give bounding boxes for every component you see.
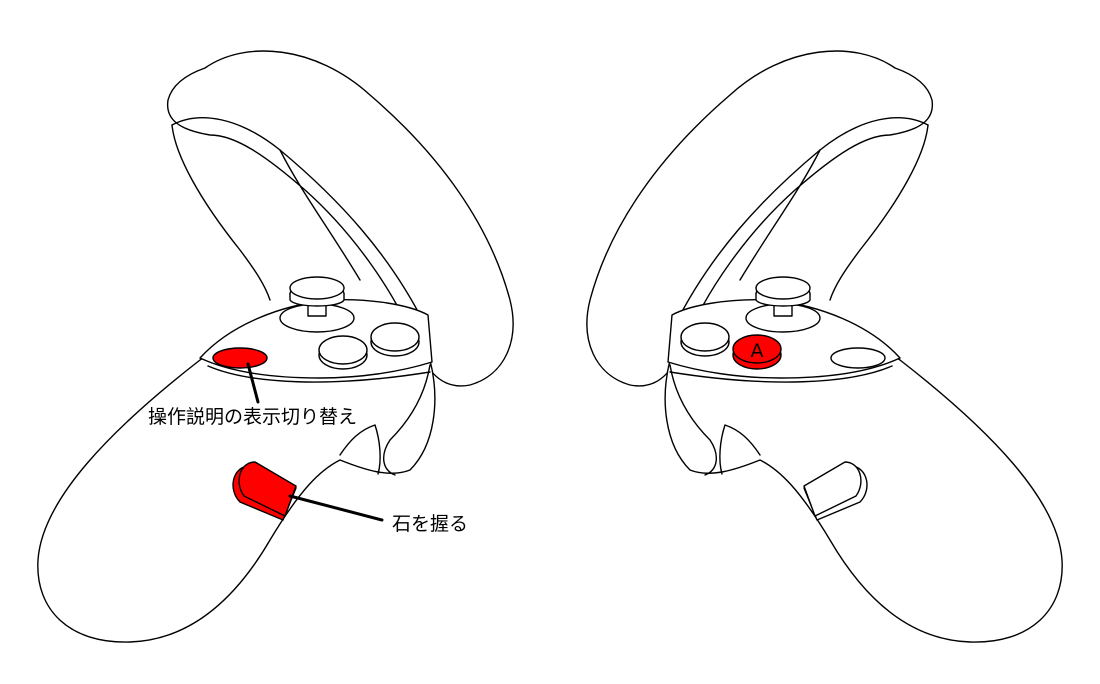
left-grip-trigger[interactable]: [232, 461, 297, 521]
left-thumbstick[interactable]: [279, 276, 355, 333]
right-ring-inner-edge: [674, 117, 929, 326]
left-ring-inner-edge: [171, 117, 426, 326]
left-menu-button[interactable]: [212, 347, 268, 369]
right-b-button[interactable]: [680, 322, 730, 357]
left-face-plate-rim: [207, 365, 431, 383]
left-grip-trigger-front: [238, 461, 297, 517]
left-menu-button-shape: [212, 347, 268, 369]
left-ring-inner-edge-2: [171, 124, 271, 301]
left-ring-inner-edge-3: [279, 149, 361, 281]
left-x-button[interactable]: [318, 335, 368, 370]
right-finger-guard: [669, 364, 717, 476]
left-finger-guard-2: [339, 424, 381, 475]
right-ring-inner-edge-3: [739, 149, 821, 281]
right-finger-guard-2: [719, 424, 761, 475]
right-controller: A: [586, 50, 1063, 643]
right-system-button[interactable]: [830, 347, 886, 369]
right-a-button[interactable]: A: [732, 334, 782, 370]
menu-callout-label: 操作説明の表示切り替え: [148, 406, 357, 428]
right-face-plate-rim: [669, 365, 893, 383]
grip-callout-leader: [288, 494, 384, 522]
a-button-label: A: [751, 340, 764, 362]
left-controller: 操作説明の表示切り替え 石を握る: [37, 50, 514, 643]
right-grip-trigger[interactable]: [803, 461, 868, 521]
right-ring-inner-edge-2: [829, 124, 929, 301]
menu-callout-leader: [246, 362, 260, 404]
right-a-button-top: [732, 334, 782, 364]
left-finger-guard: [383, 364, 431, 476]
left-y-button[interactable]: [370, 322, 420, 357]
grip-callout-label: 石を握る: [392, 513, 468, 535]
right-thumbstick[interactable]: [745, 276, 821, 333]
